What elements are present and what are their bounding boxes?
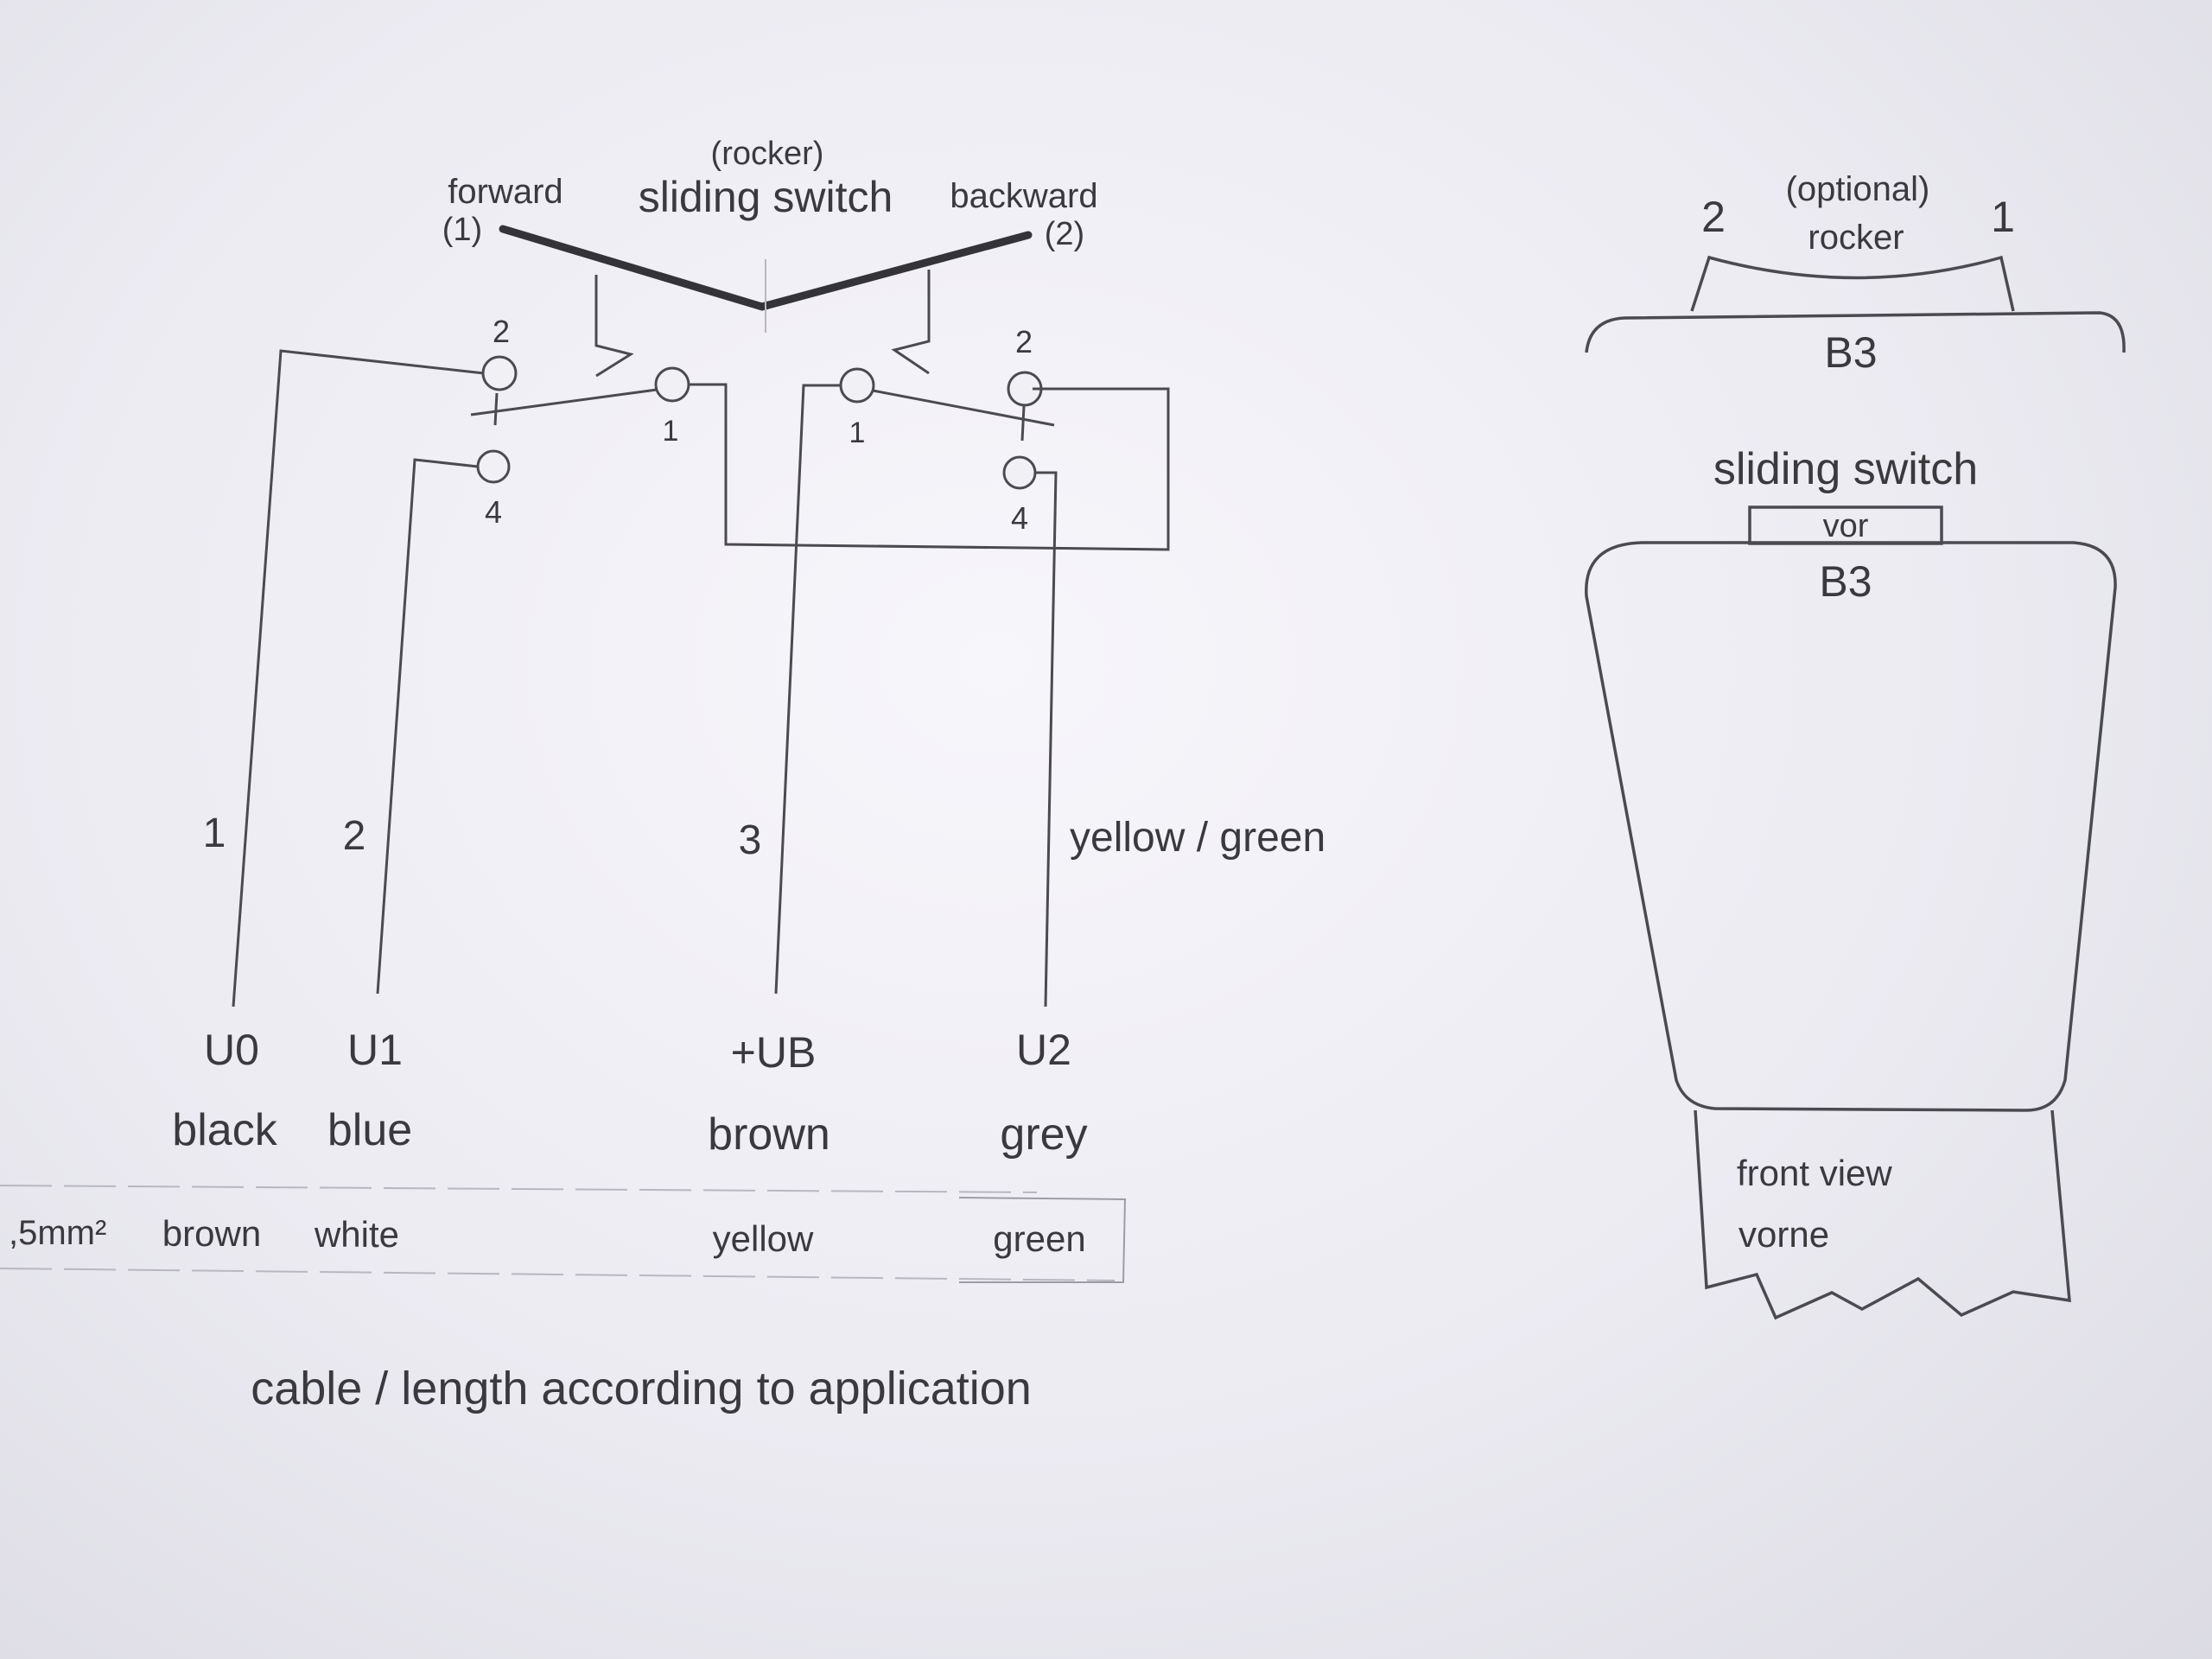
terminal-label-left-2: 2 bbox=[493, 314, 510, 349]
rocker-optional: (optional) bbox=[1786, 170, 1930, 208]
terminal-left-4 bbox=[476, 449, 511, 484]
wire-color-brown: brown bbox=[708, 1109, 830, 1160]
body-model: B3 bbox=[1819, 557, 1872, 606]
terminal-label-right-2: 2 bbox=[1015, 324, 1033, 359]
wire-1 bbox=[232, 349, 485, 1007]
forward-label: forward bbox=[448, 173, 563, 211]
cable-row-box bbox=[958, 1197, 1127, 1283]
terminal-name-ub: +UB bbox=[731, 1028, 817, 1077]
cable-color-yellow: yellow bbox=[713, 1218, 814, 1259]
terminal-name-u1: U1 bbox=[347, 1026, 403, 1074]
vor-label: vor bbox=[1823, 508, 1869, 544]
terminal-name-u2: U2 bbox=[1016, 1026, 1071, 1074]
terminal-label-right-1: 1 bbox=[849, 416, 866, 449]
terminal-left-1 bbox=[654, 366, 690, 403]
rocker-model: B3 bbox=[1824, 328, 1877, 377]
yellow-green-label: yellow / green bbox=[1070, 815, 1325, 861]
rocker-label: rocker bbox=[1808, 219, 1904, 257]
terminal-name-u0: U0 bbox=[204, 1026, 259, 1074]
wire-number-2: 2 bbox=[343, 813, 366, 859]
cable-color-white: white bbox=[314, 1214, 399, 1255]
switch-title: sliding switch bbox=[639, 173, 893, 221]
left-actuator bbox=[594, 275, 634, 378]
cable-color-brown: brown bbox=[162, 1213, 261, 1254]
wire-number-1: 1 bbox=[203, 810, 226, 856]
wire-u2 bbox=[1035, 471, 1058, 1007]
backward-label: backward bbox=[950, 177, 1097, 215]
terminal-label-left-1: 1 bbox=[663, 415, 679, 448]
cable-row-bottom-line bbox=[0, 1268, 1116, 1281]
wire-2 bbox=[376, 458, 479, 995]
terminal-label-right-4: 4 bbox=[1011, 500, 1028, 536]
switch-body-outline bbox=[1585, 541, 2117, 1112]
terminal-label-left-4: 4 bbox=[485, 494, 502, 530]
wire-color-grey: grey bbox=[1000, 1109, 1087, 1160]
terminal-right-1 bbox=[839, 367, 875, 404]
wire-color-blue: blue bbox=[327, 1105, 412, 1155]
rocker-left-number: 2 bbox=[1701, 193, 1726, 241]
rocker-lever bbox=[499, 225, 1033, 311]
left-contact-bar bbox=[470, 388, 658, 416]
rocker-base-outline bbox=[1585, 311, 2126, 353]
front-view-label: front view bbox=[1737, 1153, 1892, 1193]
backward-number: (2) bbox=[1045, 216, 1084, 252]
vorne-label: vorne bbox=[1738, 1214, 1829, 1255]
cable-note: cable / length according to application bbox=[251, 1363, 1032, 1414]
cable-row-top-line bbox=[0, 1185, 1038, 1193]
front-view-title: sliding switch bbox=[1713, 444, 1978, 494]
rocker-note: (rocker) bbox=[711, 136, 824, 172]
wire-number-3: 3 bbox=[739, 817, 762, 863]
left-bar-tick bbox=[493, 392, 499, 426]
bridge-wire bbox=[689, 383, 1170, 551]
cable-stub-outline bbox=[1694, 1109, 2071, 1320]
cable-color-green: green bbox=[993, 1218, 1085, 1259]
rocker-top-outline bbox=[1690, 255, 2015, 312]
terminal-right-4 bbox=[1002, 455, 1037, 490]
cable-size: ,5mm² bbox=[9, 1214, 106, 1252]
forward-number: (1) bbox=[442, 212, 482, 248]
rocker-right-number: 1 bbox=[1991, 193, 2015, 241]
wire-3 bbox=[774, 384, 841, 995]
terminal-left-2 bbox=[481, 355, 518, 391]
wire-color-black: black bbox=[172, 1105, 277, 1155]
right-actuator bbox=[891, 270, 931, 375]
right-bar-tick bbox=[1020, 405, 1026, 442]
